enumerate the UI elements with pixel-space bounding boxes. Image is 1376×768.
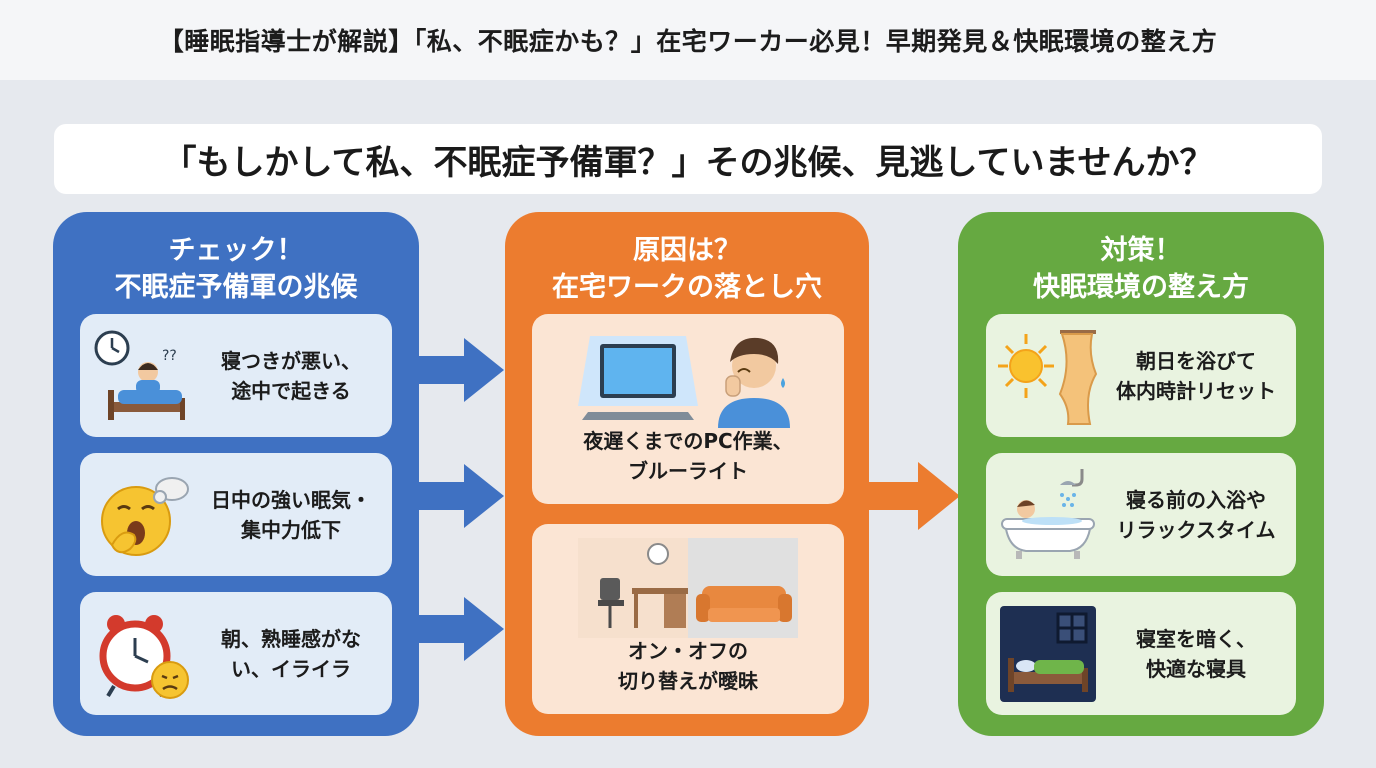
solution-text: 寝室を暗く、 快適な寝具 <box>1136 626 1256 681</box>
column-symptoms-title: チェック！ 不眠症予備軍の兆候 <box>114 235 358 303</box>
cause-text: オン・オフの 切り替えが曖昧 <box>618 639 758 693</box>
sun-curtain-icon <box>996 324 1100 428</box>
question-banner: 「もしかして私、不眠症予備軍？」その兆候、見逃していませんか？ <box>54 124 1322 194</box>
column-causes-title: 原因は？ 在宅ワークの落とし穴 <box>552 235 822 303</box>
column-symptoms: チェック！ 不眠症予備軍の兆候 ?? 寝つきが悪い、 途中で起きる <box>53 212 419 736</box>
sleepless-bed-icon: ?? <box>90 324 194 428</box>
arrow-right-icon <box>414 338 504 402</box>
svg-text:??: ?? <box>162 348 177 364</box>
symptom-text: 朝、熟睡感がな い、イライラ <box>221 626 361 681</box>
symptom-text: 寝つきが悪い、 途中で起きる <box>221 348 361 403</box>
symptom-card-morning-irritation: 朝、熟睡感がな い、イライラ <box>80 592 392 715</box>
symptom-card-sleep-onset: ?? 寝つきが悪い、 途中で起きる <box>80 314 392 437</box>
laptop-bluelight-icon <box>578 328 798 428</box>
bathtub-shower-icon <box>996 463 1100 567</box>
cause-card-work-life-boundary: オン・オフの 切り替えが曖昧 <box>532 524 844 714</box>
column-solutions-title: 対策！ 快眠環境の整え方 <box>1033 235 1249 303</box>
desk-sofa-icon <box>578 538 798 638</box>
solution-card-dark-bedroom: 寝室を暗く、 快適な寝具 <box>986 592 1296 715</box>
column-causes: 原因は？ 在宅ワークの落とし穴 夜遅くまでのPC作業、 ブルーライト <box>505 212 869 736</box>
yawning-face-icon <box>90 463 194 567</box>
cause-text: 夜遅くまでのPC作業、 ブルーライト <box>583 429 793 483</box>
top-header: 【睡眠指導士が解説】「私、不眠症かも？」在宅ワーカー必見！早期発見＆快眠環境の整… <box>0 0 1376 80</box>
column-solutions: 対策！ 快眠環境の整え方 朝日を浴びて <box>958 212 1324 736</box>
arrow-right-icon <box>864 462 960 530</box>
solution-card-morning-sun: 朝日を浴びて 体内時計リセット <box>986 314 1296 437</box>
banner-question: 「もしかして私、不眠症予備軍？」その兆候、見逃していませんか？ <box>162 142 1214 183</box>
alarm-clock-irritated-icon <box>90 602 194 706</box>
solution-card-bath: 寝る前の入浴や リラックスタイム <box>986 453 1296 576</box>
dark-bedroom-icon <box>996 602 1100 706</box>
solution-text: 朝日を浴びて 体内時計リセット <box>1116 348 1276 403</box>
solution-text: 寝る前の入浴や リラックスタイム <box>1116 487 1276 542</box>
page-title: 【睡眠指導士が解説】「私、不眠症かも？」在宅ワーカー必見！早期発見＆快眠環境の整… <box>158 27 1218 56</box>
cause-card-bluelight: 夜遅くまでのPC作業、 ブルーライト <box>532 314 844 504</box>
arrow-right-icon <box>414 464 504 528</box>
arrow-right-icon <box>414 597 504 661</box>
symptom-text: 日中の強い眠気・ 集中力低下 <box>211 487 371 542</box>
symptom-card-daytime-sleepiness: 日中の強い眠気・ 集中力低下 <box>80 453 392 576</box>
